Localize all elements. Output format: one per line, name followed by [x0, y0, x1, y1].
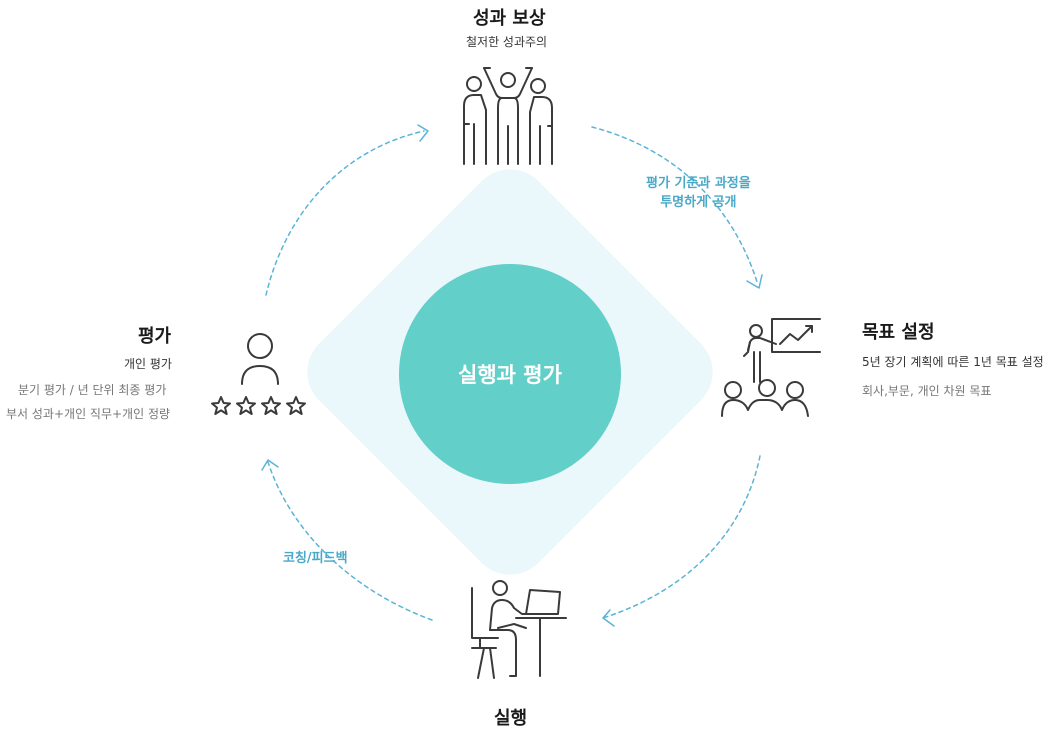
center-circle: 실행과 평가 — [399, 264, 621, 484]
evaluation-detail-line1: 분기 평가 / 년 단위 최종 평가 — [18, 383, 167, 397]
arrow-goal-to-execution — [602, 455, 761, 619]
execution-title: 실행 — [494, 708, 528, 729]
reward-title: 성과 보상 — [473, 8, 546, 29]
edge-label-transparency: 평가 기준과 과정을 투명하게 공개 — [646, 174, 751, 212]
person-with-rating-stars-icon — [211, 333, 306, 415]
goal-detail: 회사,부문, 개인 차원 목표 — [862, 384, 992, 398]
evaluation-detail-line2: 부서 성과+개인 직무+개인 정량 — [6, 407, 171, 421]
person-at-desk-icon — [471, 580, 567, 679]
arrowhead-execution — [602, 609, 615, 627]
star-icon — [261, 396, 281, 415]
arrow-reward-to-goal — [591, 126, 759, 286]
reward-subtitle: 철저한 성과주의 — [466, 35, 548, 49]
evaluation-title: 평가 — [138, 326, 172, 347]
edge-label-transparency-line2: 투명하게 공개 — [660, 195, 737, 210]
center-title: 실행과 평가 — [458, 363, 562, 387]
goal-title: 목표 설정 — [862, 322, 935, 343]
presentation-audience-icon — [721, 318, 821, 417]
goal-subtitle: 5년 장기 계획에 따른 1년 목표 설정 — [862, 355, 1044, 369]
arrowhead-reward — [417, 124, 429, 142]
arrow-execution-to-evaluation — [267, 461, 433, 621]
rating-stars — [211, 396, 306, 415]
star-icon — [286, 396, 306, 415]
arrow-evaluation-to-reward — [265, 130, 425, 296]
evaluation-subtitle: 개인 평가 — [124, 357, 172, 371]
edge-label-transparency-line1: 평가 기준과 과정을 — [646, 176, 751, 191]
edge-label-coaching: 코칭/피드백 — [283, 551, 348, 566]
arrowhead-evaluation — [261, 459, 279, 471]
arrowhead-goal — [746, 274, 763, 289]
star-icon — [236, 396, 256, 415]
star-icon — [211, 396, 231, 415]
team-celebrating-icon — [463, 67, 553, 165]
